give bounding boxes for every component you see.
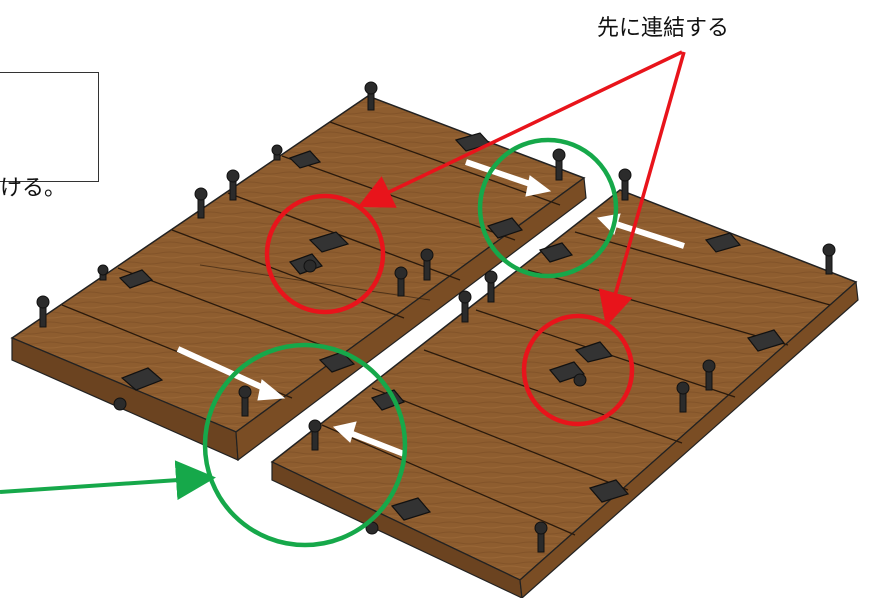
note-text: ける。 — [0, 176, 67, 201]
connection-bolt-icon — [36, 81, 836, 553]
pointer-arrow-icon — [357, 50, 686, 327]
callout-label: 先に連結する — [597, 16, 730, 41]
green-highlight-circle — [477, 137, 619, 279]
handle-slot-icon — [118, 132, 786, 521]
pointer-arrow-icon — [0, 460, 216, 501]
red-highlight-circle — [264, 193, 386, 315]
right-floor-panel — [270, 189, 859, 600]
note-box — [0, 72, 99, 182]
green-highlight-circle — [202, 342, 408, 548]
red-highlight-circle — [521, 313, 635, 427]
